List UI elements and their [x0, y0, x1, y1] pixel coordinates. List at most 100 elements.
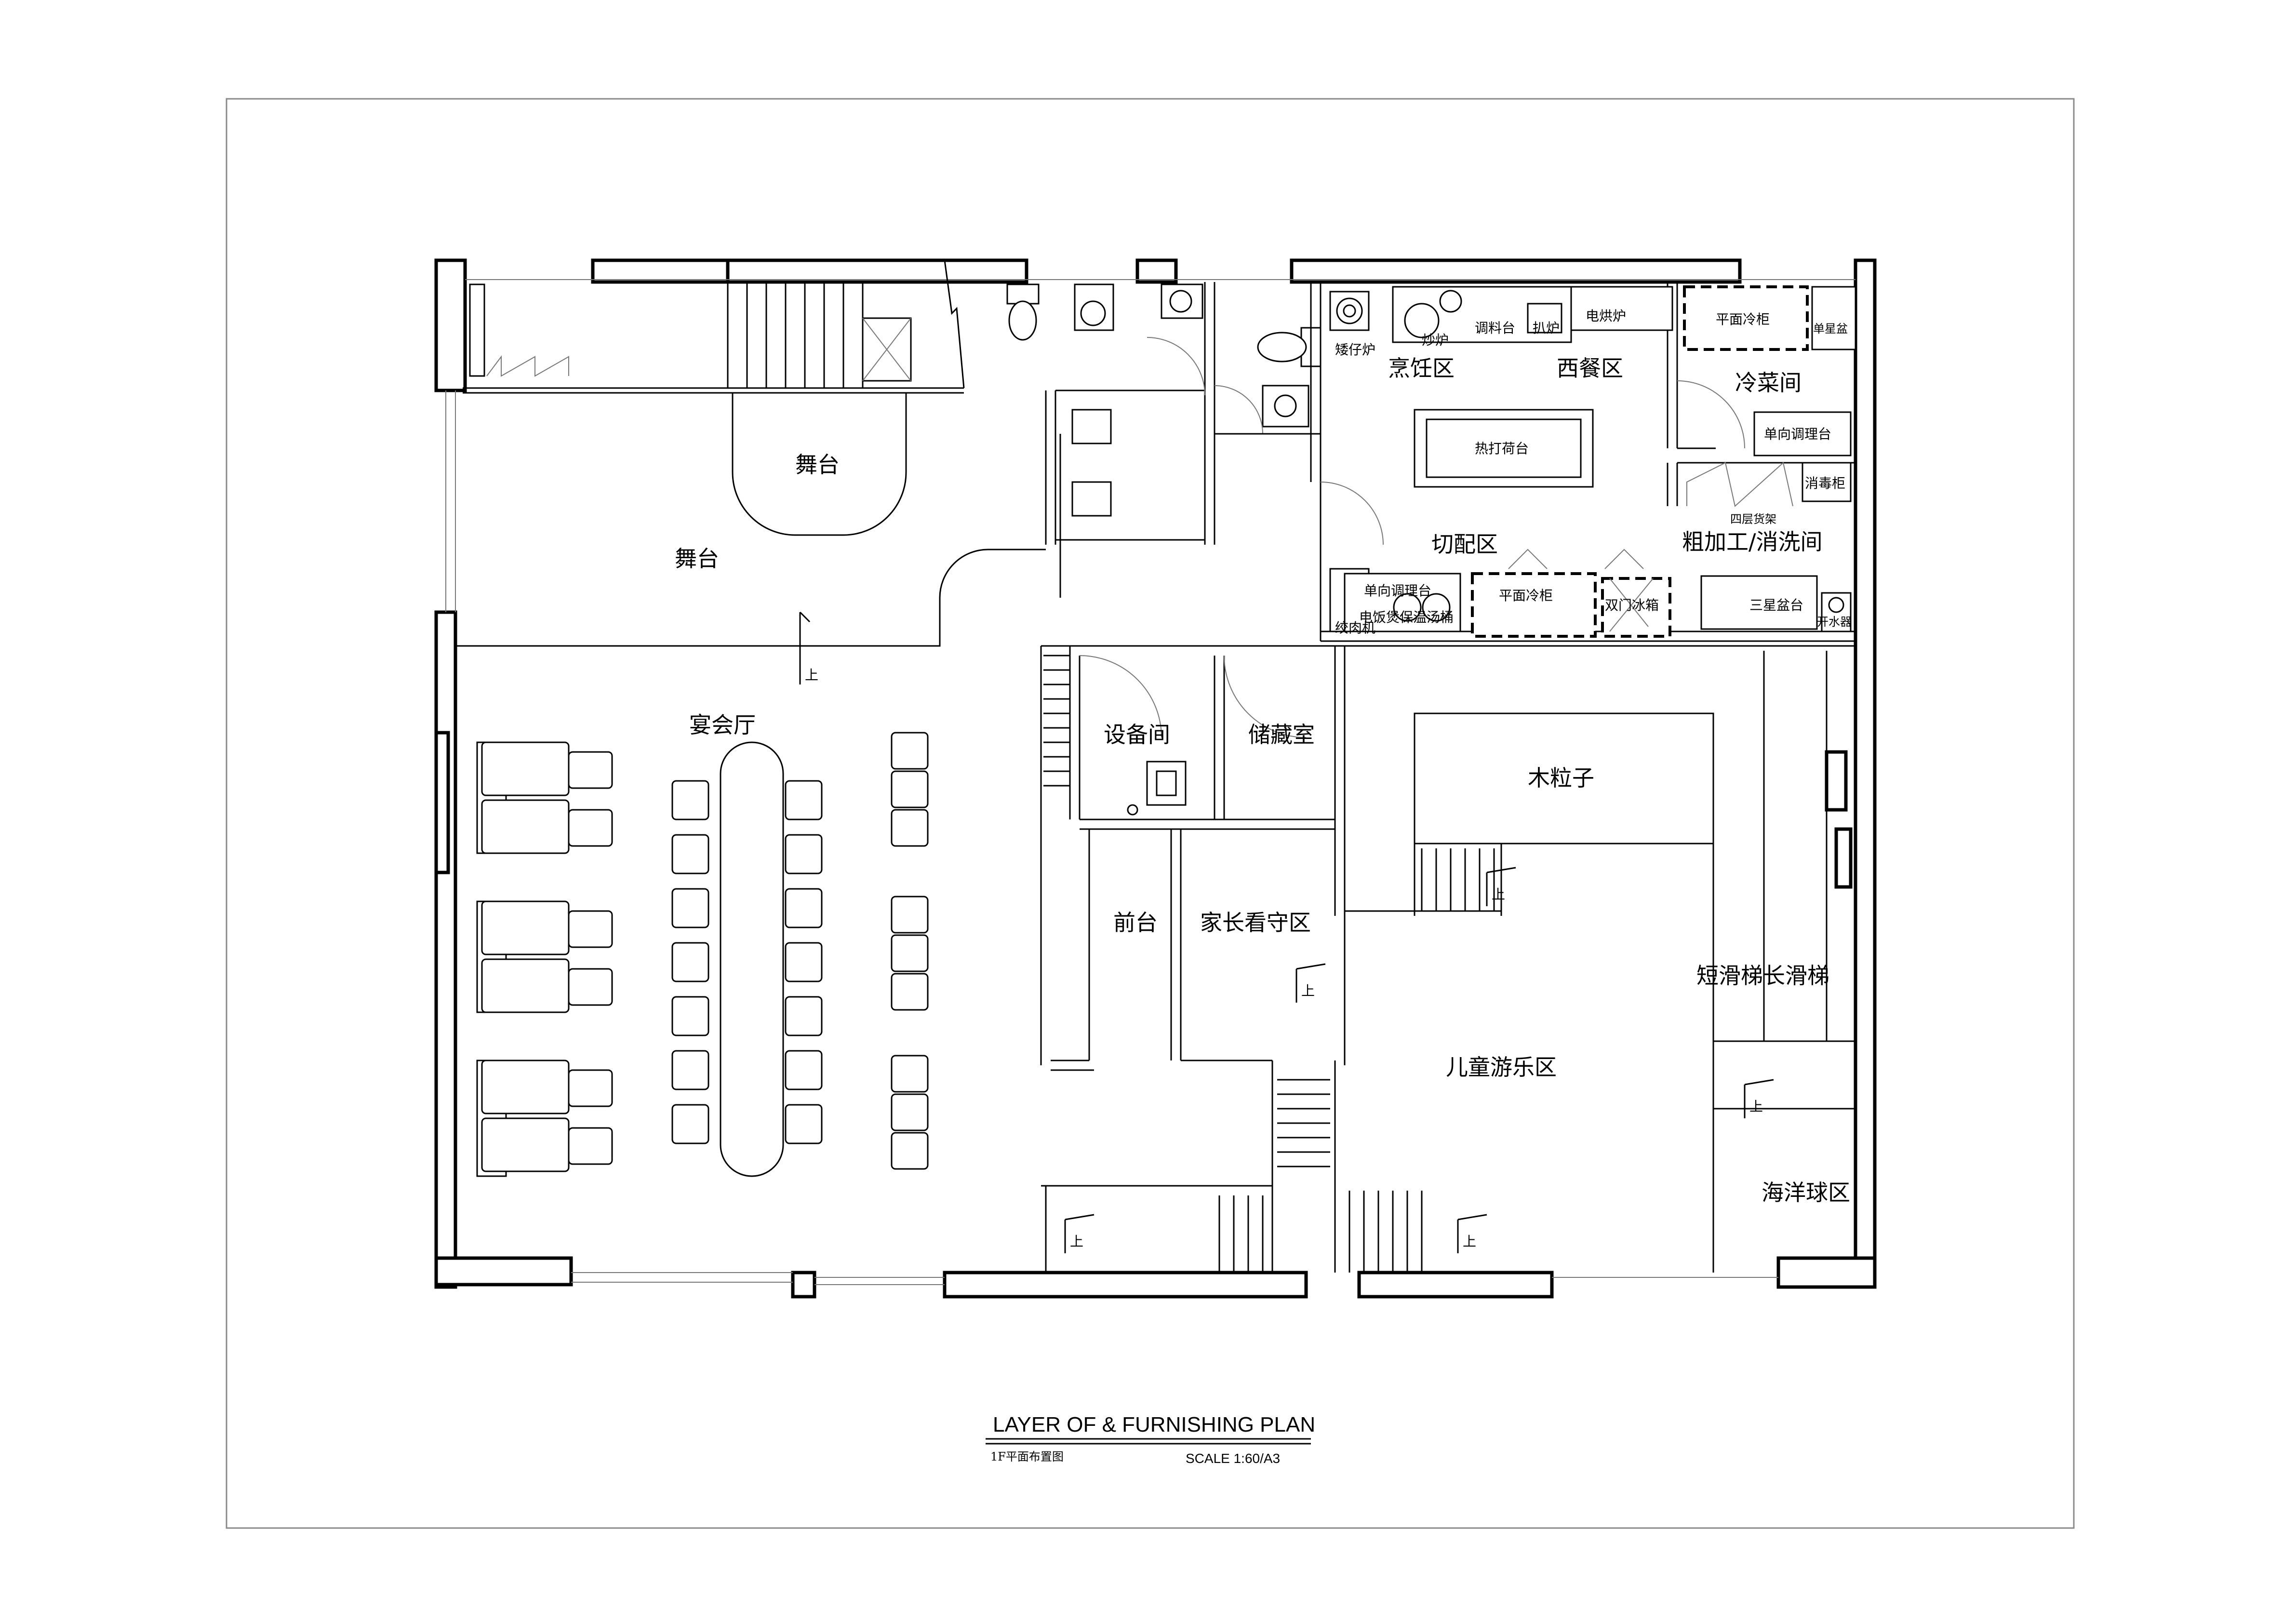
stair-up-label: 上: [1463, 1234, 1476, 1249]
table-chair: [785, 1050, 823, 1090]
sofa-chair: [568, 910, 613, 948]
single-sink-label: 单星盆: [1813, 322, 1848, 335]
storage-room-label: 储藏室: [1248, 722, 1315, 748]
flat-fridge-bottom-label: 平面冷柜: [1499, 588, 1553, 604]
side-chair: [891, 896, 929, 934]
table-chair: [671, 1104, 709, 1144]
cooking-area-label: 烹饪区: [1388, 355, 1455, 381]
four-tier-shelf-label: 四层货架: [1730, 512, 1776, 526]
kids-play-area-label: 儿童游乐区: [1446, 1054, 1557, 1080]
cold-dish-room-label: 冷菜间: [1735, 370, 1802, 396]
double-door-fridge-label: 双门冰箱: [1605, 597, 1659, 613]
side-chair: [891, 973, 929, 1011]
table-chair: [785, 996, 823, 1036]
restroom-fixtures: [1006, 282, 1322, 641]
front-desk-label: 前台: [1113, 910, 1158, 936]
stair-up-arrow: [1457, 1214, 1487, 1221]
table-chair: [785, 780, 823, 820]
hot-counter-label: 热打荷台: [1475, 441, 1529, 456]
water-heater-label: 开水器: [1817, 615, 1852, 629]
stage-area: 舞台 舞台: [455, 393, 1046, 647]
central-rooms: 设备间 储藏室 前台 家长看守区: [1040, 645, 1346, 1273]
single-prep-top-label: 单向调理台: [1764, 426, 1831, 442]
stir-fry-stove-label: 炒炉: [1422, 332, 1449, 348]
single-prep-bottom-label: 单向调理台: [1364, 583, 1431, 599]
stair-up-arrow: [1744, 1079, 1774, 1086]
stage-label: 舞台: [675, 546, 719, 572]
table-chair: [671, 834, 709, 874]
sofa-chair: [568, 751, 613, 789]
table-chair: [785, 1104, 823, 1144]
banquet-chairs-right: [891, 732, 929, 1170]
flat-fridge-top-label: 平面冷柜: [1716, 311, 1770, 327]
west-window: [434, 731, 450, 874]
side-chair: [891, 732, 929, 770]
side-chair: [891, 770, 929, 808]
table-chair: [785, 942, 823, 982]
table-chair: [671, 996, 709, 1036]
side-chair: [891, 1055, 929, 1093]
table-chair: [785, 834, 823, 874]
drawing-subtitle: 1F平面布置图: [990, 1450, 1064, 1463]
table-chair: [785, 888, 823, 928]
table-chair: [671, 780, 709, 820]
title-block: LAYER OF & FURNISHING PLAN 1F平面布置图 SCALE…: [986, 1413, 1315, 1466]
electric-oven-label: 电烘炉: [1586, 308, 1626, 324]
side-chair: [891, 809, 929, 847]
stage-round-label: 舞台: [795, 452, 840, 478]
exterior-walls: [434, 258, 1877, 1299]
slides-label: 短滑梯长滑梯: [1696, 963, 1829, 989]
side-chair: [891, 934, 929, 972]
prep-area-label: 切配区: [1431, 531, 1498, 557]
sofa-seat: [481, 958, 570, 1013]
stair-up-label: 上: [1492, 886, 1505, 902]
sofa-seat: [481, 799, 570, 854]
north-stair: [463, 260, 965, 394]
sofa-chair: [568, 809, 613, 847]
grill-stove-label: 扒炉: [1533, 320, 1560, 336]
parent-area-label: 家长看守区: [1200, 910, 1311, 936]
drawing-title: LAYER OF & FURNISHING PLAN: [993, 1413, 1315, 1436]
banquet-chairs-table: [671, 780, 823, 1144]
sofa-chair: [568, 968, 613, 1006]
banquet-hall-label: 宴会厅: [689, 712, 756, 738]
equipment-room-label: 设备间: [1104, 722, 1170, 748]
table-chair: [671, 888, 709, 928]
sofa-seat: [481, 1117, 570, 1172]
meat-grinder-label: 绞肉机: [1335, 620, 1375, 636]
stair-up-arrow: [1296, 963, 1326, 970]
sofa-chair: [568, 1127, 613, 1165]
sofa-seat: [481, 1060, 570, 1114]
stair-up-arrow: [1065, 1214, 1095, 1221]
disinfection-cabinet-label: 消毒柜: [1805, 475, 1845, 491]
sofa-seat: [481, 900, 570, 955]
drawing-scale: SCALE 1:60/A3: [1186, 1451, 1280, 1466]
kids-play-area: 木粒子 短滑梯长滑梯 儿童游乐区 海洋球区: [1345, 645, 1855, 1273]
stair-up-label: 上: [1301, 983, 1315, 999]
sofa-seat: [481, 741, 570, 796]
side-chair: [891, 1132, 929, 1170]
dwarf-stove-label: 矮仔炉: [1335, 342, 1375, 358]
wood-pellet-label: 木粒子: [1528, 765, 1594, 791]
sofa-chair: [568, 1069, 613, 1107]
stairs-central: [1043, 655, 1495, 1273]
table-chair: [671, 942, 709, 982]
side-chair: [891, 1093, 929, 1131]
sheet-border: [226, 98, 2075, 1529]
stair-up-label: 上: [805, 667, 818, 683]
banquet-chairs-left: [481, 741, 613, 1172]
western-kitchen-label: 西餐区: [1557, 355, 1623, 381]
stair-up-label: 上: [1749, 1099, 1763, 1114]
washing-room-label: 粗加工/消洗间: [1682, 529, 1823, 555]
stair-up-banquet: 上: [799, 611, 818, 684]
stair-up-arrow: [1486, 867, 1516, 873]
seasoning-table-label: 调料台: [1475, 320, 1515, 336]
rice-warmer-label: 电饭煲保温汤桶: [1359, 609, 1454, 625]
kitchen: [1320, 282, 1856, 642]
ball-pit-label: 海洋球区: [1762, 1180, 1850, 1206]
triple-sink-label: 三星盆台: [1749, 597, 1803, 613]
stair-up-label: 上: [1070, 1234, 1083, 1249]
table-chair: [671, 1050, 709, 1090]
